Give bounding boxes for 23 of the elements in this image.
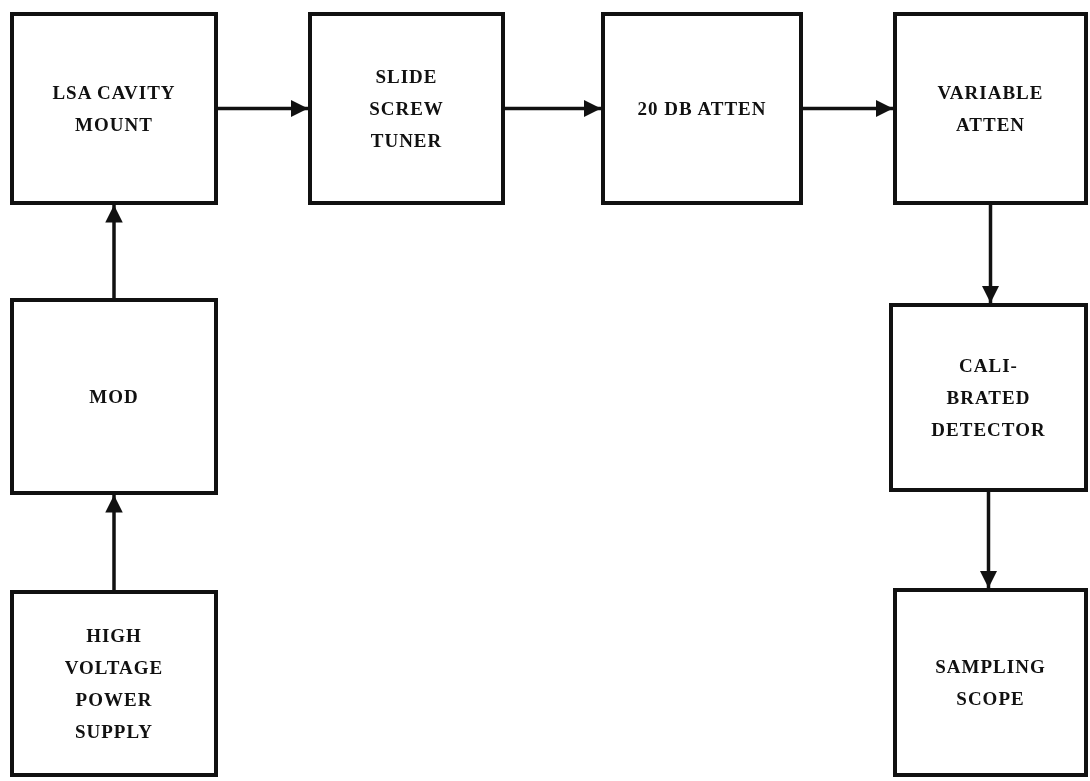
arrow <box>105 495 123 590</box>
block-box <box>601 12 803 205</box>
block-box <box>893 12 1088 205</box>
block-label: HIGH VOLTAGE POWER SUPPLY <box>63 623 165 744</box>
block-box <box>889 303 1088 492</box>
arrow <box>505 99 601 118</box>
block-box <box>10 298 218 495</box>
block-label: VARIABLE ATTEN <box>936 80 1045 137</box>
block-label: SAMPLING SCOPE <box>934 654 1047 711</box>
block-label: 20 DB ATTEN <box>636 96 768 121</box>
arrow <box>979 492 998 588</box>
block-box <box>308 12 505 205</box>
block-label: MOD <box>88 384 140 409</box>
arrow <box>981 205 1000 303</box>
block-label: LSA CAVITY MOUNT <box>51 80 177 137</box>
arrow <box>105 205 123 298</box>
block-box <box>10 590 218 777</box>
arrow <box>803 99 893 118</box>
block-box <box>893 588 1088 777</box>
arrow <box>218 99 308 118</box>
block-label: SLIDE SCREW TUNER <box>368 64 445 153</box>
block-label: CALI- BRATED DETECTOR <box>930 353 1047 442</box>
block-box <box>10 12 218 205</box>
